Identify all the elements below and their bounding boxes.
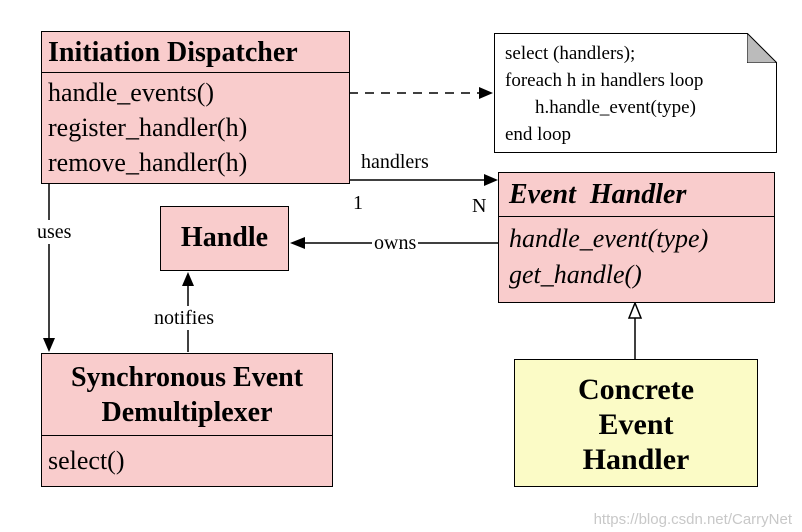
note-line-2: foreach h in handlers loop (505, 70, 704, 91)
handlers-label: handlers (361, 151, 429, 173)
handlers-multiplicity-target: N (472, 195, 487, 217)
event-handler-name: Event Handler (499, 173, 774, 217)
method-remove-handler: remove_handler(h) (48, 148, 248, 177)
note-folded-corner-icon (747, 33, 777, 63)
event-handler-class: Event Handler handle_event(type) get_han… (498, 172, 775, 303)
method-handle-events: handle_events() (48, 78, 215, 107)
method-get-handle: get_handle() (509, 260, 642, 289)
notifies-label: notifies (154, 306, 214, 330)
handle-class: Handle (160, 206, 289, 271)
synchronous-event-demultiplexer-class: Synchronous Event Demultiplexer select() (41, 353, 333, 487)
concrete-line-2: Event (598, 408, 674, 441)
method-select: select() (48, 446, 125, 475)
concrete-line-1: Concrete (577, 373, 695, 406)
owns-label: owns (372, 232, 419, 254)
handlers-arrowhead (484, 174, 498, 186)
notifies-arrowhead (182, 272, 194, 286)
note-arrowhead (479, 87, 493, 99)
pseudocode-note: select (handlers); foreach h in handlers… (494, 33, 777, 153)
uses-arrowhead (43, 338, 55, 352)
method-handle-event: handle_event(type) (509, 224, 709, 253)
demux-name-line-1: Synchronous Event (70, 362, 304, 393)
watermark: https://blog.csdn.net/CarryNet (593, 511, 792, 528)
uses-label: uses (37, 220, 72, 244)
note-line-3: h.handle_event(type) (535, 97, 696, 118)
owns-arrowhead (290, 237, 305, 249)
handle-name: Handle (180, 222, 269, 253)
note-line-4: end loop (505, 124, 571, 145)
demux-name-line-2: Demultiplexer (101, 397, 273, 428)
concrete-line-3: Handler (582, 443, 690, 476)
initiation-dispatcher-class: Initiation Dispatcher handle_events() re… (41, 31, 350, 184)
concrete-event-handler-class: Concrete Event Handler (514, 359, 758, 487)
inheritance-triangle (627, 300, 643, 319)
initiation-dispatcher-name: Initiation Dispatcher (42, 32, 349, 73)
note-line-1: select (handlers); (505, 43, 636, 64)
handlers-multiplicity-source: 1 (353, 192, 363, 214)
method-register-handler: register_handler(h) (48, 113, 248, 142)
